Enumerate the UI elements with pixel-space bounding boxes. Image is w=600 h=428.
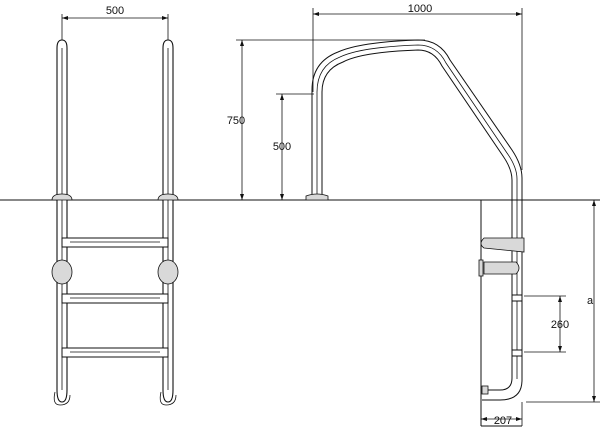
wall-fixture-lower [483,261,520,275]
label-depth: a [587,295,594,307]
dimension-total-height: 750 [227,39,425,200]
left-anchor [51,193,73,201]
step-3 [61,347,169,358]
step-2 [61,293,169,304]
left-foot [53,391,71,406]
foot-pad [481,385,489,395]
side-view: 1000 750 500 [227,3,600,427]
handrail-tube [311,39,523,401]
dimension-handrail-span: 1000 [312,3,523,170]
dimension-depth: a [526,199,600,403]
step-bracket-2 [511,349,523,357]
pool-wall [480,200,522,427]
right-anchor [157,193,179,201]
label-step-spacing: 260 [551,319,569,331]
dimension-base-width: 207 [481,402,523,427]
wall-bolt [478,259,484,277]
right-foot [159,391,177,406]
right-rail [162,39,174,403]
step-bracket-1 [511,294,523,302]
right-buffer [157,259,179,285]
wall-fixture-upper [480,237,525,253]
dimension-post-height: 500 [273,93,314,200]
label-base-width: 207 [494,415,512,427]
handrail-base [305,193,329,201]
label-handrail-span: 1000 [408,3,432,15]
dimension-step-spacing: 260 [524,295,569,353]
dimension-ladder-width: 500 [61,5,169,46]
step-1 [61,237,169,248]
front-view: 500 [51,5,179,406]
label-post-height: 500 [273,141,291,153]
label-ladder-width: 500 [106,5,124,17]
label-total-height: 750 [227,115,245,127]
left-rail [56,39,68,403]
left-buffer [51,259,73,285]
